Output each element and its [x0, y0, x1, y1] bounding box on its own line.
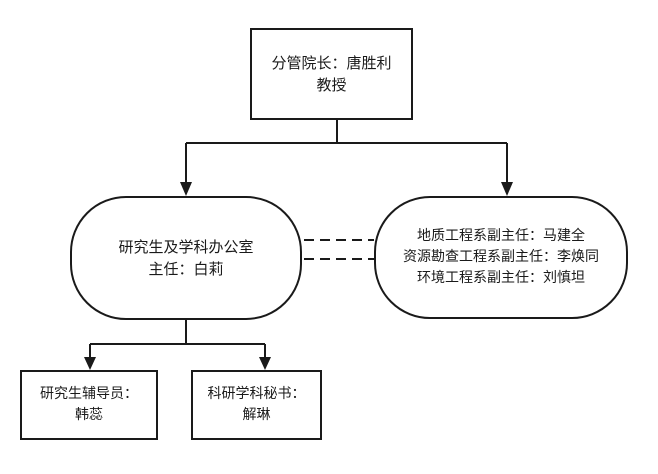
- advisor-name: 韩蕊: [75, 407, 103, 423]
- deputy-geology: 地质工程系副主任：马建全: [417, 228, 585, 244]
- arrowhead-to-office: [180, 182, 192, 196]
- deputies-box: 地质工程系副主任：马建全 资源勘查工程系副主任：李焕同 环境工程系副主任：刘慎坦: [374, 196, 628, 319]
- head-rank: 教授: [316, 76, 347, 94]
- head-box: 分管院长：唐胜利 教授: [250, 28, 413, 120]
- secretary-title: 科研学科秘书：: [207, 386, 306, 402]
- secretary-name: 解琳: [242, 407, 271, 423]
- deputy-resources: 资源勘查工程系副主任：李焕同: [403, 249, 599, 265]
- office-box: 研究生及学科办公室 主任：白莉: [70, 196, 302, 320]
- advisor-box: 研究生辅导员： 韩蕊: [20, 370, 158, 440]
- arrowhead-to-deputies: [501, 182, 513, 196]
- office-name: 研究生及学科办公室: [118, 238, 254, 256]
- arrowhead-to-advisor: [84, 357, 96, 370]
- deputy-environment: 环境工程系副主任：刘慎坦: [417, 270, 585, 286]
- advisor-title: 研究生辅导员：: [40, 386, 138, 402]
- arrowhead-to-secretary: [259, 357, 271, 370]
- office-director: 主任：白莉: [148, 260, 224, 278]
- secretary-box: 科研学科秘书： 解琳: [191, 370, 322, 440]
- head-title: 分管院长：唐胜利: [271, 54, 392, 72]
